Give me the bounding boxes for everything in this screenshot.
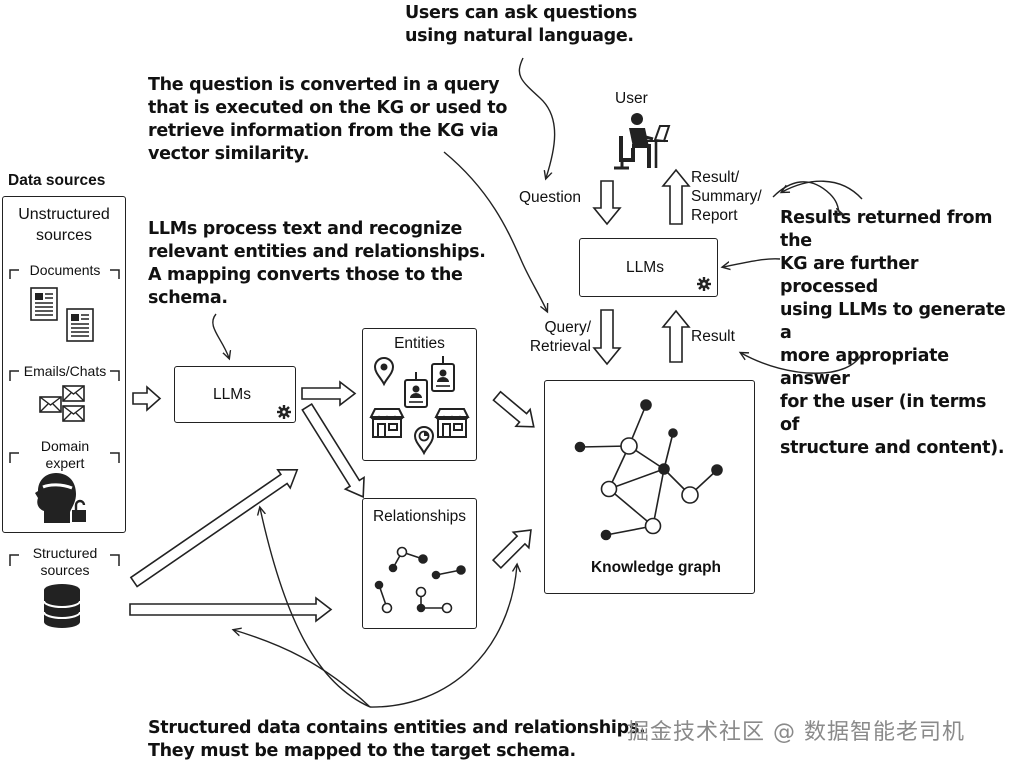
documents-label: Documents xyxy=(14,262,116,279)
note-users: Users can ask questions using natural la… xyxy=(405,3,637,46)
expert-head-icon xyxy=(35,473,76,523)
arrow-llms-to-entities xyxy=(301,380,357,407)
pointer-structured-left xyxy=(260,508,371,708)
graph-icon xyxy=(574,399,723,541)
arrow-summary-up xyxy=(661,168,691,225)
structured-frame xyxy=(9,554,120,566)
note-structured-data: Structured data contains entities and re… xyxy=(148,718,646,761)
pointer-structured-right xyxy=(369,565,517,708)
expert-frame xyxy=(9,452,120,463)
relationships-label: Relationships xyxy=(372,508,467,525)
watermark: 掘金技术社区 @ 数据智能老司机 xyxy=(627,720,965,745)
arrow-unstructured-to-llms xyxy=(132,385,162,412)
store-icon xyxy=(370,408,404,438)
llms-top-label: LLMs xyxy=(626,259,664,276)
knowledge-graph-label: Knowledge graph xyxy=(590,559,722,576)
document-icon xyxy=(30,287,94,342)
question-label: Question xyxy=(519,189,582,206)
structured-sources-label: Structured sources xyxy=(32,545,98,578)
arrow-entities-to-kg xyxy=(492,390,535,428)
gear-icon xyxy=(695,275,713,293)
pointer-question-note xyxy=(443,151,547,311)
user-label: User xyxy=(615,90,648,107)
pointer-results-bottom xyxy=(741,353,863,374)
arrow-relationships-to-kg xyxy=(491,529,532,570)
llms-left-box xyxy=(174,366,296,423)
email-icon xyxy=(39,385,85,422)
id-badge-icon xyxy=(431,356,455,392)
arrow-structured-to-relationships xyxy=(129,596,333,623)
emails-frame xyxy=(9,370,120,381)
data-sources-title: Data sources xyxy=(8,172,106,189)
lock-icon xyxy=(72,499,86,522)
pointer-llms-note xyxy=(212,313,229,358)
user-laptop-icon xyxy=(614,113,671,170)
location-pin-icon xyxy=(374,357,394,385)
arrow-query-down xyxy=(592,309,622,366)
domain-expert-label: Domain expert xyxy=(40,438,90,471)
pointer-structured-mid xyxy=(234,630,371,708)
pointer-users-note xyxy=(518,57,556,178)
store-icon xyxy=(435,408,469,438)
note-question-converted: The question is converted in a query tha… xyxy=(148,75,508,164)
arrow-llms-to-relationships xyxy=(301,402,365,499)
gear-icon xyxy=(275,403,293,421)
database-icon xyxy=(43,584,81,628)
arrow-structured-to-llms xyxy=(129,469,299,588)
pointer-results-mid xyxy=(723,258,781,267)
documents-frame xyxy=(9,269,120,279)
result-label: Result xyxy=(691,328,735,345)
emails-chats-label: Emails/Chats xyxy=(23,363,107,379)
arrow-question-down xyxy=(592,180,622,226)
llms-top-box xyxy=(579,238,718,297)
arrow-result-up xyxy=(661,309,691,363)
pointer-results-top xyxy=(782,180,863,200)
result-summary-label: Result/ Summary/ Report xyxy=(691,169,762,224)
unstructured-sources-title: Unstructured sources xyxy=(18,206,110,244)
entities-label: Entities xyxy=(394,335,445,352)
chart-pin-icon xyxy=(414,426,434,454)
relationship-graph-icon xyxy=(374,546,466,614)
llms-left-label: LLMs xyxy=(213,386,251,403)
knowledge-graph-box xyxy=(544,380,755,594)
note-llms-process: LLMs process text and recognize relevant… xyxy=(148,219,486,308)
query-retrieval-label: Query/ Retrieval xyxy=(529,319,591,355)
note-results-returned: Results returned from the KG are further… xyxy=(780,208,1006,458)
id-badge-icon xyxy=(404,372,428,408)
